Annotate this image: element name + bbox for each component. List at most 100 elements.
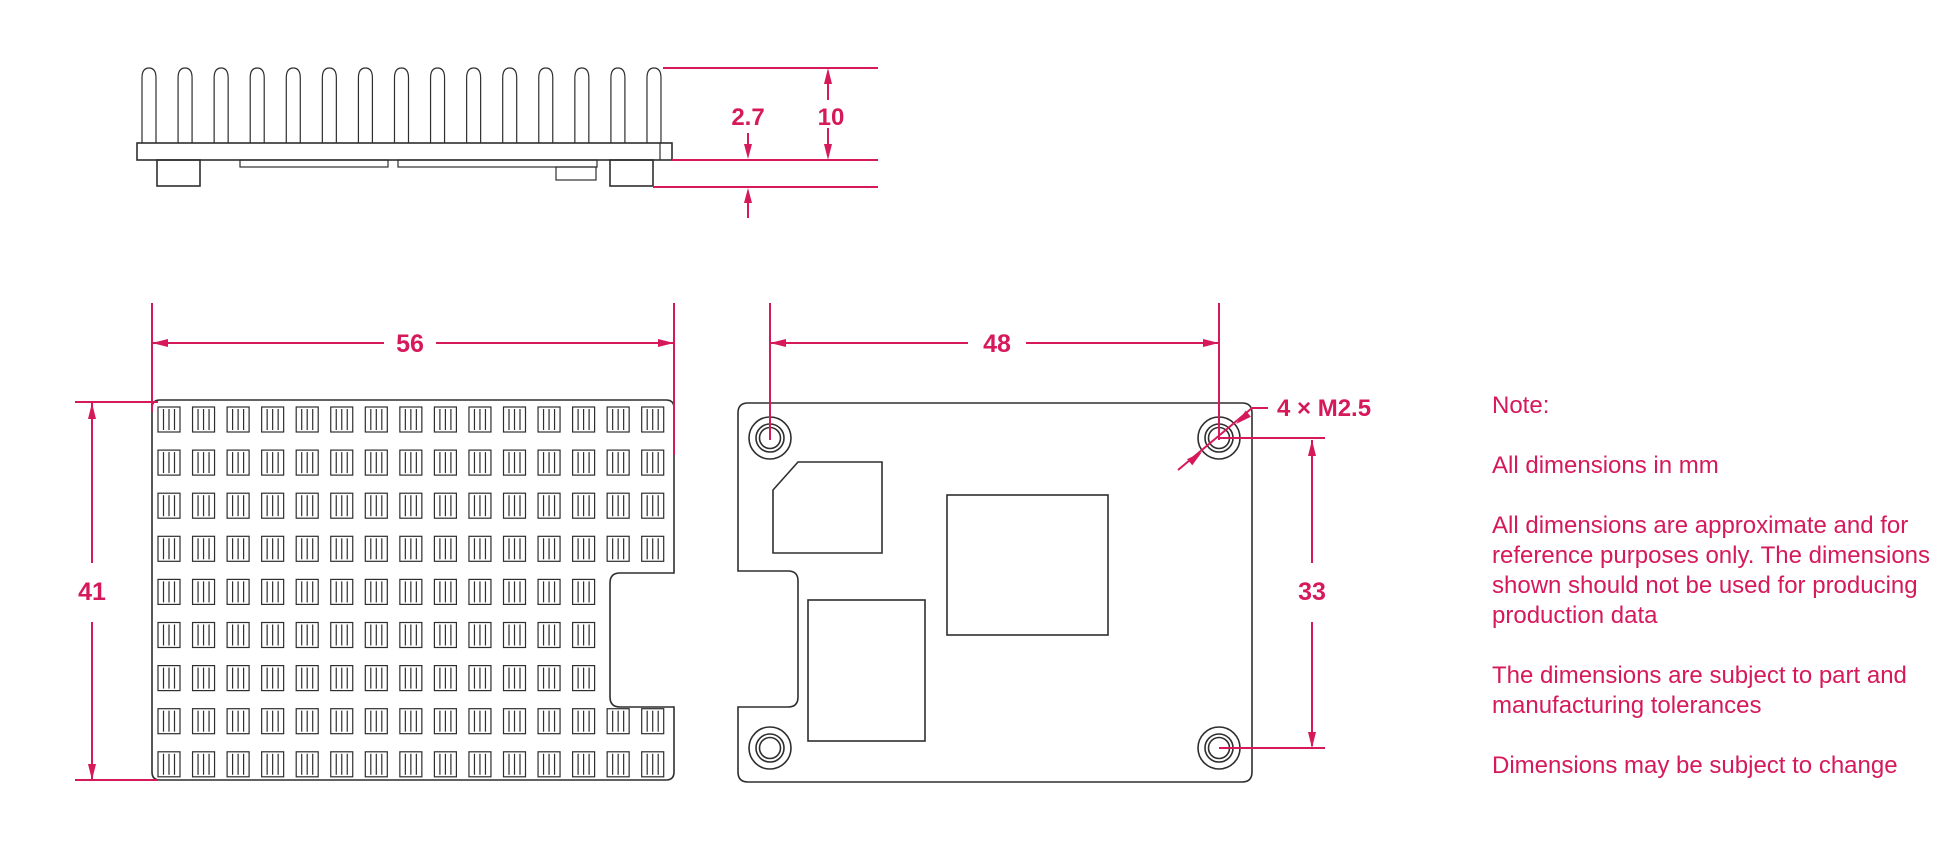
side-view-left-foot: [156, 159, 201, 187]
fin-cell: [502, 708, 527, 735]
heatsink-fin-grid: [157, 406, 665, 778]
note-line: All dimensions in mm: [1492, 452, 1719, 479]
fin-cell: [295, 578, 319, 606]
fin-cell: [433, 751, 457, 778]
fin-cell: [537, 535, 561, 562]
fin-cell: [191, 621, 216, 649]
fin-cell: [571, 708, 596, 735]
dim-side-standoff: 2.7: [731, 104, 765, 218]
fin-cell: [571, 535, 596, 562]
side-fin: [177, 67, 193, 143]
fin-cell: [502, 664, 527, 692]
fin-cell: [191, 406, 216, 433]
fin-cell: [191, 578, 216, 606]
note-line: reference purposes only. The dimensions: [1492, 542, 1931, 569]
dim-label-2-7: 2.7: [731, 104, 764, 131]
side-fin: [321, 67, 337, 143]
fin-cell: [433, 449, 457, 476]
fin-cell: [295, 449, 319, 476]
dim-label-33: 33: [1298, 578, 1326, 606]
side-view-tab: [239, 159, 389, 168]
fin-cell: [226, 751, 250, 778]
dim-heatsink-width: 56: [151, 303, 675, 455]
fin-cell: [364, 492, 388, 519]
fin-cell: [364, 449, 388, 476]
notes-block: Note: All dimensions in mm All dimension…: [1492, 391, 1932, 781]
fin-cell: [537, 406, 561, 433]
fin-cell: [191, 664, 216, 692]
fin-cell: [157, 751, 181, 778]
fin-cell: [399, 492, 423, 519]
fin-cell: [606, 535, 630, 562]
fin-cell: [468, 751, 492, 778]
fin-cell: [330, 406, 354, 433]
fin-cell: [295, 621, 319, 649]
fin-cell: [330, 535, 354, 562]
dim-hole-spacing-x: 48: [769, 303, 1220, 440]
fin-cell: [433, 621, 457, 649]
fin-cell: [157, 449, 181, 476]
fin-cell: [295, 664, 319, 692]
fin-cell: [606, 406, 630, 433]
side-view-baseplate: [136, 142, 673, 161]
fin-cell: [261, 664, 285, 692]
side-view-right-foot: [609, 159, 654, 187]
side-fin: [141, 67, 157, 143]
fin-cell: [537, 751, 561, 778]
fin-cell: [399, 751, 423, 778]
fin-cell: [261, 751, 285, 778]
fin-cell: [364, 664, 388, 692]
fin-cell: [226, 664, 250, 692]
fin-cell: [364, 708, 388, 735]
fin-cell: [295, 406, 319, 433]
fin-cell: [502, 578, 527, 606]
fin-cell: [226, 621, 250, 649]
fin-cell: [191, 751, 216, 778]
fin-cell: [261, 492, 285, 519]
dim-label-56: 56: [396, 330, 424, 358]
dim-label-m25: 4 × M2.5: [1277, 395, 1371, 422]
fin-cell: [468, 621, 492, 649]
fin-cell: [433, 406, 457, 433]
fin-cell: [571, 578, 596, 606]
fin-cell: [295, 751, 319, 778]
fin-cell: [571, 449, 596, 476]
fin-cell: [261, 708, 285, 735]
side-fin: [466, 67, 482, 143]
fin-cell: [330, 449, 354, 476]
side-fin: [610, 67, 626, 143]
fin-cell: [537, 664, 561, 692]
fin-cell: [641, 492, 665, 519]
fin-cell: [330, 492, 354, 519]
fin-cell: [157, 492, 181, 519]
fin-cell: [295, 535, 319, 562]
fin-cell: [226, 708, 250, 735]
fin-cell: [606, 708, 630, 735]
side-fin: [249, 67, 265, 143]
dim-mount-holes: 4 × M2.5: [1177, 395, 1371, 471]
fin-cell: [571, 621, 596, 649]
fin-cell: [226, 449, 250, 476]
fin-cell: [433, 578, 457, 606]
fin-cell: [364, 578, 388, 606]
fin-cell: [191, 449, 216, 476]
fin-cell: [468, 406, 492, 433]
fin-cell: [399, 449, 423, 476]
fin-cell: [261, 406, 285, 433]
fin-cell: [468, 708, 492, 735]
fin-cell: [468, 492, 492, 519]
heatsink-top-view: [151, 399, 675, 781]
fin-cell: [157, 708, 181, 735]
dim-side-height: 10: [653, 67, 878, 188]
board-chip-large: [946, 494, 1109, 636]
fin-cell: [364, 751, 388, 778]
fin-cell: [364, 535, 388, 562]
fin-cell: [537, 621, 561, 649]
fin-cell: [641, 535, 665, 562]
fin-cell: [433, 535, 457, 562]
dim-heatsink-height: 41: [75, 401, 158, 781]
side-view-fins: [141, 67, 662, 143]
fin-cell: [641, 406, 665, 433]
dim-label-41: 41: [78, 578, 106, 606]
fin-cell: [191, 535, 216, 562]
